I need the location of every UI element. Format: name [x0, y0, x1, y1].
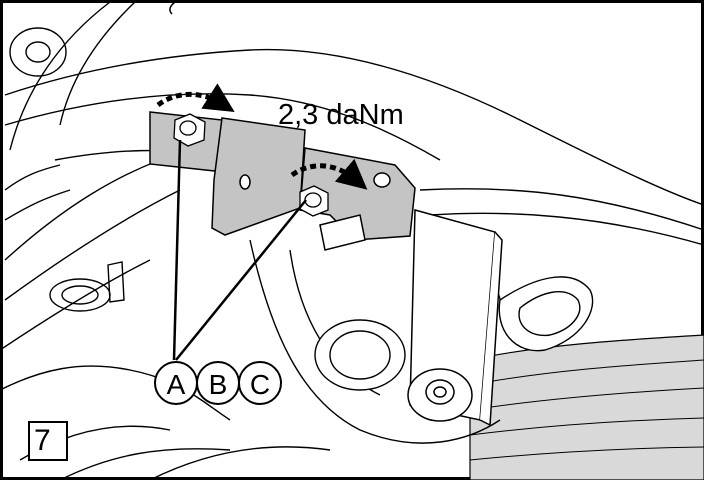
- lower-right-panel: [469, 334, 704, 480]
- callout-b: B: [196, 361, 240, 405]
- step-number: 7: [28, 421, 68, 461]
- torque-arrow-a: [156, 83, 235, 113]
- callout-c-label: C: [250, 369, 270, 400]
- exhaust-pipe: [249, 239, 594, 444]
- callout-c: C: [238, 361, 282, 405]
- callout-b-label: B: [209, 369, 228, 400]
- hanger-bracket: [407, 209, 503, 427]
- torque-label: 2,3 daNm: [278, 99, 404, 131]
- callout-a-label: A: [167, 369, 186, 400]
- torque-arrow-b: [290, 158, 368, 190]
- bolt-a: [173, 113, 206, 147]
- leader-lines: [172, 139, 307, 361]
- lower-right-panel-lines: [469, 359, 704, 461]
- upper-edge-line: [169, 1, 176, 15]
- right-bracket: [299, 147, 416, 251]
- frame-beams: [0, 1, 704, 351]
- top-left-mount-boss: [9, 27, 67, 77]
- callout-a: A: [154, 361, 198, 405]
